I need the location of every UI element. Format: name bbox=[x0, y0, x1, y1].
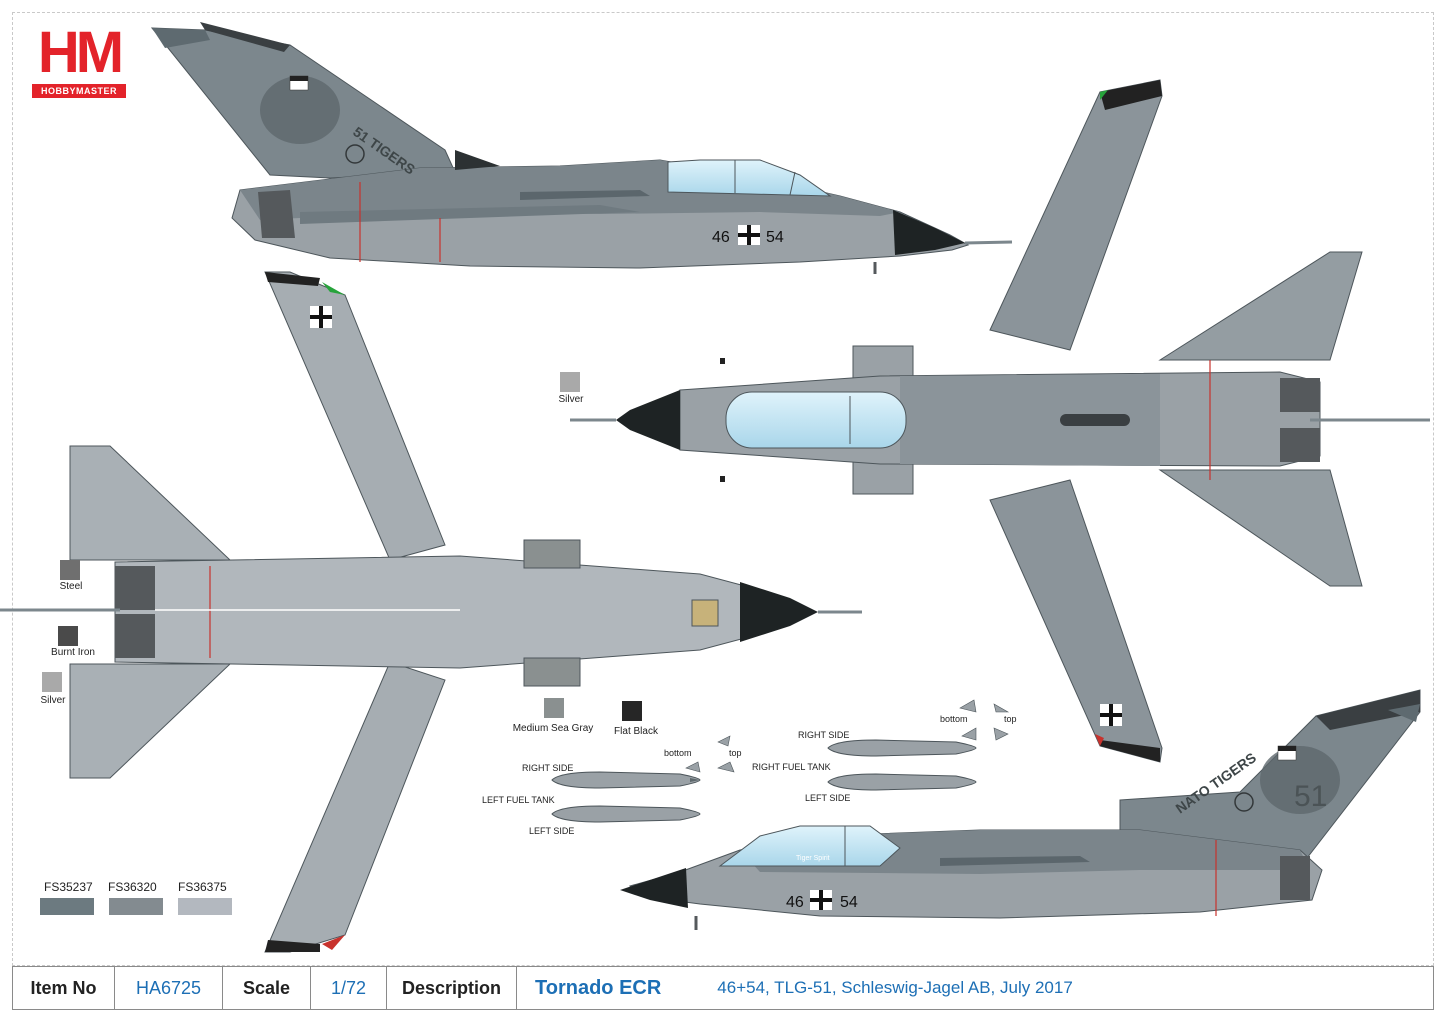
serial-right-bottom: 54 bbox=[840, 894, 858, 911]
scale-value: 1/72 bbox=[311, 967, 387, 1009]
fs-chip-2 bbox=[109, 898, 163, 915]
tail-number: 51 bbox=[1294, 780, 1327, 813]
tank-label-left-side-left: LEFT SIDE bbox=[529, 826, 575, 836]
nose-art: Tiger Spirit bbox=[796, 855, 830, 862]
fs-chip-1 bbox=[40, 898, 94, 915]
fs-label-1: FS35237 bbox=[44, 880, 93, 894]
info-table: Item No HA6725 Scale 1/72 Description To… bbox=[12, 966, 1434, 1010]
model-name: Tornado ECR bbox=[535, 976, 662, 999]
swatch-silver-left bbox=[42, 672, 62, 692]
item-no-label: Item No bbox=[13, 967, 115, 1009]
swatch-burnt-iron bbox=[58, 626, 78, 646]
tank-label-right-side-right: RIGHT SIDE bbox=[798, 730, 850, 740]
side-profile-bottom bbox=[620, 689, 1421, 930]
scale-label: Scale bbox=[223, 967, 311, 1009]
swatch-medium-sea-gray bbox=[544, 698, 564, 718]
swatch-label-silver-top: Silver bbox=[558, 394, 584, 405]
swatch-flat-black bbox=[622, 701, 642, 721]
tank-label-right-side-left: RIGHT SIDE bbox=[522, 763, 574, 773]
swatch-silver-top bbox=[560, 372, 580, 392]
tank-label-right-fuel-tank: RIGHT FUEL TANK bbox=[752, 762, 831, 772]
swatch-label-burnt-iron: Burnt Iron bbox=[51, 647, 95, 658]
tank-label-bottom-left: bottom bbox=[664, 748, 692, 758]
side-profile-top bbox=[150, 22, 1013, 274]
serial-right-top: 54 bbox=[766, 229, 784, 246]
swatch-label-medium-sea-gray: Medium Sea Gray bbox=[512, 723, 594, 734]
description-text: 46+54, TLG-51, Schleswig-Jagel AB, July … bbox=[717, 978, 1073, 997]
item-no-value: HA6725 bbox=[115, 967, 223, 1009]
tank-label-top-left: top bbox=[729, 748, 742, 758]
fs-label-3: FS36375 bbox=[178, 880, 227, 894]
bottom-view bbox=[0, 271, 862, 953]
tank-label-bottom-right: bottom bbox=[940, 714, 968, 724]
swatch-label-silver-left: Silver bbox=[40, 695, 66, 706]
serial-left-bottom: 46 bbox=[786, 894, 804, 911]
dashed-frame bbox=[12, 12, 1434, 966]
description-label: Description bbox=[387, 967, 517, 1009]
tank-label-left-side-right: LEFT SIDE bbox=[805, 793, 851, 803]
swatch-label-steel: Steel bbox=[59, 581, 83, 592]
tank-label-left-fuel-tank: LEFT FUEL TANK bbox=[482, 795, 555, 805]
swatch-label-flat-black: Flat Black bbox=[614, 726, 658, 737]
tank-label-top-right: top bbox=[1004, 714, 1017, 724]
cross-bottom-view bbox=[310, 306, 332, 328]
description-cell: Tornado ECR 46+54, TLG-51, Schleswig-Jag… bbox=[517, 967, 1433, 1009]
fs-chip-3 bbox=[178, 898, 232, 915]
fuel-tanks-right bbox=[827, 699, 1010, 791]
logo-mark: HM bbox=[37, 20, 124, 85]
cross-bottom-side bbox=[810, 890, 832, 910]
fs-label-2: FS36320 bbox=[108, 880, 157, 894]
logo-brand: HOBBYMASTER bbox=[32, 84, 126, 98]
fuel-tanks-left bbox=[551, 735, 735, 823]
cross-top-side bbox=[738, 225, 760, 245]
cross-top-view bbox=[1100, 704, 1122, 726]
swatch-steel bbox=[60, 560, 80, 580]
top-view bbox=[570, 79, 1430, 763]
hobbymaster-logo: HM HOBBYMASTER bbox=[30, 22, 128, 100]
serial-left-top: 46 bbox=[712, 229, 730, 246]
